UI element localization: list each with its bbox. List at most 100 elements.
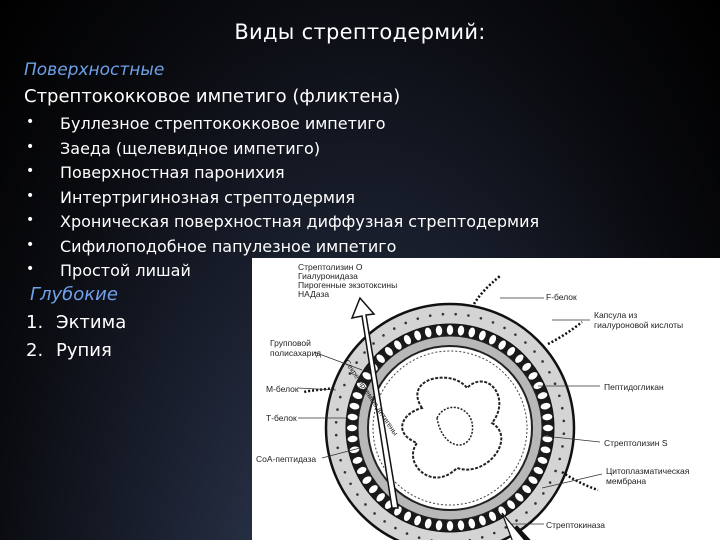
capsule-dot xyxy=(548,481,552,484)
wall-bead xyxy=(540,402,551,410)
capsule-dot xyxy=(514,333,517,336)
wall-bead xyxy=(537,456,548,464)
t-protein-label: Т-белок xyxy=(266,413,297,423)
m-protein-label: М-белок xyxy=(266,384,299,394)
wall-bead xyxy=(403,334,412,345)
capsule-dot xyxy=(492,531,496,535)
capsule-dot xyxy=(348,372,352,375)
wall-bead xyxy=(446,521,454,531)
capsule-dot xyxy=(525,511,528,514)
wall-bead xyxy=(349,402,360,410)
coa-peptidase-label: СоА-пептидаза xyxy=(256,454,317,464)
wall-bead xyxy=(435,325,443,336)
capsule-dot xyxy=(560,406,564,410)
wall-bead xyxy=(528,476,538,484)
surface-heading: Поверхностные xyxy=(24,60,165,80)
list-item: Буллезное стрептококковое импетиго xyxy=(24,114,539,139)
streptokinase-label: Стрептокиназа xyxy=(546,520,606,530)
wall-bead xyxy=(457,325,465,336)
capsule-label: гиалуроновой кислоты xyxy=(594,320,684,330)
f-protein-label: F-белок xyxy=(546,292,577,302)
wall-bead xyxy=(488,511,497,522)
capsule-dot xyxy=(405,532,409,535)
wall-bead xyxy=(522,362,532,371)
capsule-dot xyxy=(343,470,347,474)
list-item: Сифилоподобное папулезное импетиго xyxy=(24,237,539,262)
wall-bead xyxy=(533,381,544,390)
wall-bead xyxy=(362,372,372,380)
wall-bead xyxy=(540,446,551,454)
capsule-dot xyxy=(561,445,564,448)
toxin-label: НАДаза xyxy=(298,289,330,299)
capsule-dot xyxy=(336,408,339,411)
wall-bead xyxy=(457,520,465,531)
wall-bead xyxy=(528,372,538,380)
wall-bead xyxy=(515,493,524,502)
list-number: 2. xyxy=(26,340,44,361)
capsule-dot xyxy=(334,433,338,437)
list-item: Хроническая поверхностная диффузная стре… xyxy=(24,212,539,237)
wall-bead xyxy=(384,346,393,356)
wall-bead xyxy=(543,424,553,432)
capsule-dot xyxy=(416,317,420,320)
list-item: Заеда (щелевидное импетиго) xyxy=(24,139,539,164)
wall-bead xyxy=(468,518,476,529)
wall-bead xyxy=(522,485,532,494)
list-label: Эктима xyxy=(56,312,127,333)
capsule-dot xyxy=(382,334,385,337)
f-protein-strand xyxy=(472,275,501,305)
toxin-label: Гиалуронидаза xyxy=(298,271,358,281)
wall-bead xyxy=(498,340,506,350)
capsule-dot xyxy=(558,457,562,461)
wall-bead xyxy=(542,413,553,421)
wall-bead xyxy=(537,392,548,400)
capsule-dot xyxy=(467,314,470,317)
capsule-dot xyxy=(548,370,551,374)
capsule-dot xyxy=(417,536,421,540)
capsule-dot xyxy=(343,383,346,387)
capsule-dot xyxy=(372,342,375,345)
polysaccharide-label: Групповой xyxy=(270,338,311,348)
wall-bead xyxy=(356,381,367,390)
capsule-dot xyxy=(383,520,386,523)
wall-bead xyxy=(347,424,357,432)
capsule-dot xyxy=(533,350,536,353)
capsule-dot xyxy=(480,536,484,539)
capsule-dot xyxy=(554,469,557,473)
capsule-dot xyxy=(491,321,495,324)
list-item: 1.Эктима xyxy=(26,312,126,340)
membrane-label: мембрана xyxy=(606,476,647,486)
wall-bead xyxy=(414,515,422,526)
slide-title: Виды стрептодермий: xyxy=(234,20,486,44)
wall-bead xyxy=(498,506,506,516)
polysaccharide-label: полисахарид xyxy=(270,348,322,358)
surface-main-item: Стрептококковое импетиго (фликтена) xyxy=(24,86,401,107)
wall-bead xyxy=(424,518,432,529)
wall-bead xyxy=(376,354,385,363)
capsule-label: Капсула из xyxy=(594,310,638,320)
wall-bead xyxy=(362,476,372,484)
wall-bead xyxy=(533,466,544,475)
capsule-dot xyxy=(363,351,366,354)
wall-bead xyxy=(507,346,516,356)
capsule-dot xyxy=(454,312,457,316)
wall-bead xyxy=(515,354,524,363)
wall-bead xyxy=(403,511,412,522)
capsule-dot xyxy=(373,512,376,515)
capsule-dot xyxy=(479,316,483,320)
wall-bead xyxy=(352,456,363,464)
wall-bead xyxy=(478,515,486,526)
deep-list: 1.Эктима 2.Рупия xyxy=(26,312,126,368)
capsule-dot xyxy=(542,492,545,495)
wall-bead xyxy=(368,485,378,494)
capsule-dot xyxy=(504,526,508,529)
wall-bead xyxy=(488,334,497,345)
capsule-dot xyxy=(428,314,432,318)
capsule-dot xyxy=(338,395,342,399)
wall-bead xyxy=(376,493,385,502)
capsule-dot xyxy=(553,382,557,386)
leader-lines xyxy=(297,297,603,525)
membrane-label: Цитоплазматическая xyxy=(606,466,690,476)
wall-bead xyxy=(414,330,422,341)
capsule-dot xyxy=(356,493,359,496)
